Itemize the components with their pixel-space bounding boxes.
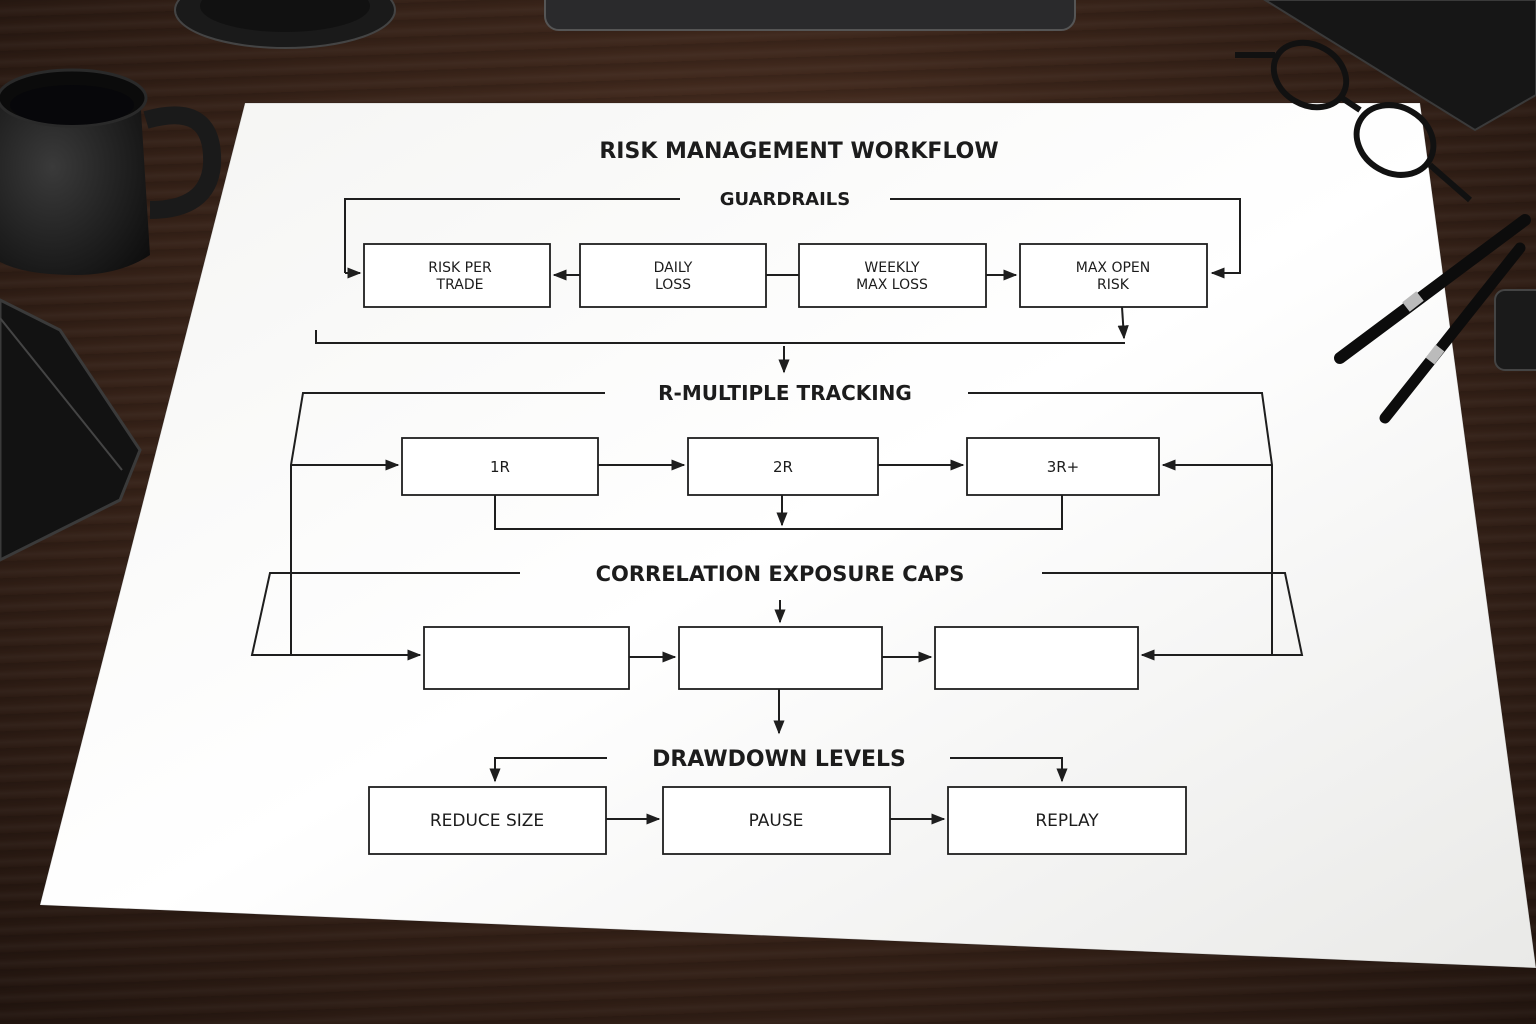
box-reduce-size [368,786,607,855]
box-max-open-risk [1019,243,1208,308]
diagram-title: RISK MANAGEMENT WORKFLOW [599,139,998,164]
eyeglasses-prop [1235,39,1472,203]
drawdown-section: DRAWDOWN LEVELS REDUCE SIZE PAUSE REPLAY [368,747,1187,855]
box-3r-plus-label: 3R+ [1047,458,1080,476]
box-2r-label: 2R [773,458,793,476]
box-daily-loss-line1: DAILY [654,260,693,276]
box-replay [947,786,1187,855]
box-1r [401,437,599,496]
box-reduce-size-label: REDUCE SIZE [430,811,544,831]
box-2r [687,437,879,496]
black-book-prop [0,298,142,562]
saucer-prop [174,0,396,49]
box-risk-per-trade-line1: RISK PER [428,260,492,276]
box-3r-plus [966,437,1160,496]
r-multiple-label: R-MULTIPLE TRACKING [658,381,912,405]
box-risk-per-trade-line2: TRADE [436,277,484,293]
box-correlation-2 [678,626,883,690]
box-max-open-risk-line2: RISK [1097,277,1130,293]
pens-prop [1334,214,1531,424]
risk-workflow-diagram: RISK MANAGEMENT WORKFLOW GUARDRAILS RISK… [250,139,1304,855]
box-max-open-risk-line1: MAX OPEN [1076,260,1150,276]
box-correlation-1 [423,626,630,690]
box-pause-label: PAUSE [749,811,804,831]
correlation-section: CORRELATION EXPOSURE CAPS [250,562,1304,735]
coffee-mug-prop [0,68,222,275]
box-replay-label: REPLAY [1035,811,1099,831]
box-risk-per-trade [363,243,551,308]
correlation-label: CORRELATION EXPOSURE CAPS [596,562,965,586]
keyboard-prop [1494,289,1536,371]
drawdown-label: DRAWDOWN LEVELS [652,747,906,772]
r-multiple-section: R-MULTIPLE TRACKING 1R 2R 3R+ [290,381,1273,655]
box-correlation-3 [934,626,1139,690]
box-weekly-max-loss-line2: MAX LOSS [856,277,928,293]
guardrails-section: GUARDRAILS RISK PER TRADE DAILY LOSS WEE… [315,189,1241,374]
notebook-top-right-prop [1263,0,1536,132]
box-daily-loss [579,243,767,308]
monitor-stand-prop [544,0,1076,31]
guardrails-label: GUARDRAILS [720,189,851,210]
box-weekly-max-loss-line1: WEEKLY [864,260,920,276]
box-pause [662,786,891,855]
paper-sheet [40,103,1536,968]
box-daily-loss-line2: LOSS [655,277,691,293]
box-1r-label: 1R [490,458,510,476]
